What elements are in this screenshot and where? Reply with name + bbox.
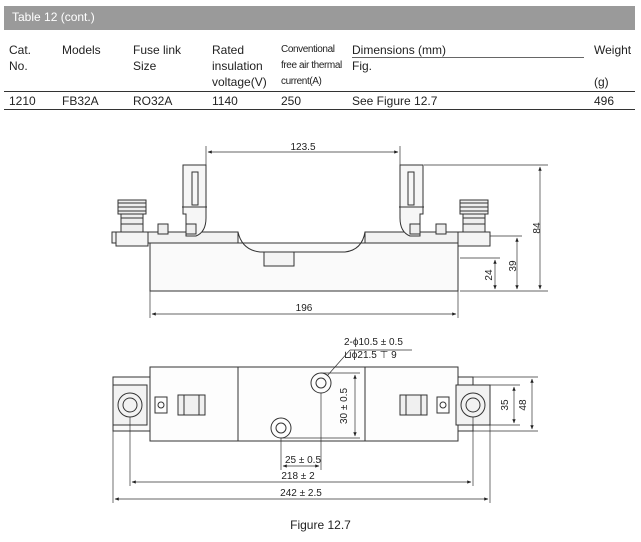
cell-fuse-link: RO32A [133, 94, 173, 108]
header-dim-line2: Fig. [352, 59, 373, 73]
right-thread-lines [460, 202, 488, 212]
top-left-screw [154, 396, 168, 414]
header-dim-line1: Dimensions (mm) [352, 43, 447, 57]
header-rated-line3: voltage(V) [212, 75, 267, 89]
top-view [112, 366, 491, 442]
cell-weight: 496 [594, 94, 615, 108]
dim-35: 35 [500, 399, 511, 411]
left-washer [115, 231, 149, 247]
right-screw-b [435, 223, 447, 235]
right-washer [457, 231, 491, 247]
header-cat-line1: Cat. [9, 43, 32, 57]
header-dimensions: Dimensions (mm) Fig. [352, 42, 446, 74]
right-clip [399, 164, 424, 237]
header-models: Models [62, 43, 101, 57]
header-rated-line1: Rated [212, 43, 245, 57]
header-fuse-line2: Size [133, 59, 157, 73]
header-dim-divider [352, 57, 584, 58]
dim-218: 218 ± 2 [281, 471, 315, 482]
row-bottom-line [4, 109, 635, 110]
left-nut-lines [121, 217, 143, 225]
right-nut-lines [463, 217, 485, 225]
cell-current: 250 [281, 94, 302, 108]
front-center-block [263, 251, 295, 267]
hole-spec-line1: 2-ϕ10.5 ± 0.5 [344, 337, 403, 348]
cell-figure-ref: See Figure 12.7 [352, 94, 438, 108]
front-view [111, 164, 491, 292]
header-fuse-line1: Fuse link [133, 43, 182, 57]
header-cat-no: Cat. No. [9, 42, 31, 74]
table-title-bar: Table 12 (cont.) [4, 6, 635, 30]
front-body [149, 242, 459, 292]
right-nut-body [462, 213, 486, 233]
top-right-clip [399, 394, 428, 416]
left-nut-body [120, 213, 144, 233]
dim-30: 30 ± 0.5 [339, 388, 350, 425]
front-dimensions [149, 146, 548, 318]
top-right-screw [436, 396, 450, 414]
header-conv-line3: current(A) [281, 76, 322, 87]
header-conventional: Conventional free air thermal current(A) [281, 42, 342, 90]
left-clip-slot [191, 171, 199, 206]
dim-84: 84 [532, 222, 543, 234]
header-weight-unit: (g) [594, 75, 609, 89]
header-rated: Rated insulation voltage(V) [212, 42, 267, 90]
header-conv-line1: Conventional [281, 44, 335, 55]
table-title: Table 12 (cont.) [12, 10, 95, 24]
front-center-step [237, 231, 366, 253]
dim-24: 24 [484, 269, 495, 281]
left-thread-lines [118, 202, 146, 212]
top-left-clip [177, 394, 206, 416]
cell-cat: 1210 [9, 94, 36, 108]
dim-196: 196 [296, 303, 313, 314]
header-rated-line2: insulation [212, 59, 263, 73]
dim-25: 25 ± 0.5 [285, 455, 322, 466]
hole-spec-line2: ⊔ϕ21.5 ⊤ 9 [344, 350, 397, 361]
left-screw-b [185, 223, 197, 235]
header-divider [4, 91, 635, 92]
header-weight: Weight [594, 43, 632, 57]
header-cat-line2: No. [9, 59, 28, 73]
dim-242: 242 ± 2.5 [280, 488, 322, 499]
header-conv-line2: free air thermal [281, 60, 342, 71]
header-fuse-link: Fuse link Size [133, 42, 181, 74]
top-dimensions [112, 349, 538, 503]
cell-model: FB32A [62, 94, 99, 108]
left-screw-a [157, 223, 169, 235]
dim-123-5: 123.5 [290, 142, 315, 153]
dim-39: 39 [508, 260, 519, 272]
figure-caption: Figure 12.7 [290, 518, 351, 532]
right-screw-a [409, 223, 421, 235]
cell-voltage: 1140 [212, 94, 238, 108]
dim-48: 48 [518, 399, 529, 411]
right-clip-slot [407, 171, 415, 206]
